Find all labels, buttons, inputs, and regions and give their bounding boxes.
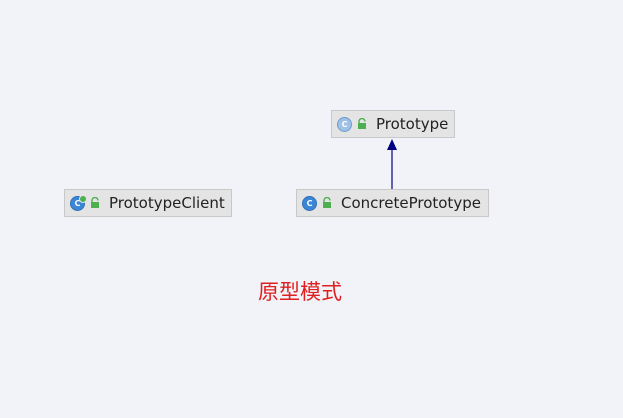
class-node-concrete-prototype[interactable]: C ConcretePrototype: [296, 189, 489, 217]
class-node-prototype-client[interactable]: C PrototypeClient: [64, 189, 232, 217]
class-name: PrototypeClient: [109, 194, 225, 212]
class-node-prototype[interactable]: C Prototype: [331, 110, 455, 138]
inheritance-arrowhead: [387, 139, 397, 150]
diagram-caption: 原型模式: [258, 280, 342, 304]
public-visibility-icon: [357, 118, 367, 130]
public-visibility-icon: [90, 197, 100, 209]
class-name: Prototype: [376, 115, 449, 133]
class-name: ConcretePrototype: [341, 194, 481, 212]
class-icon: C: [302, 195, 317, 211]
run-overlay-icon: [79, 194, 87, 203]
runnable-class-icon: C: [70, 194, 87, 211]
public-visibility-icon: [322, 197, 332, 209]
abstract-class-icon: C: [337, 116, 352, 132]
